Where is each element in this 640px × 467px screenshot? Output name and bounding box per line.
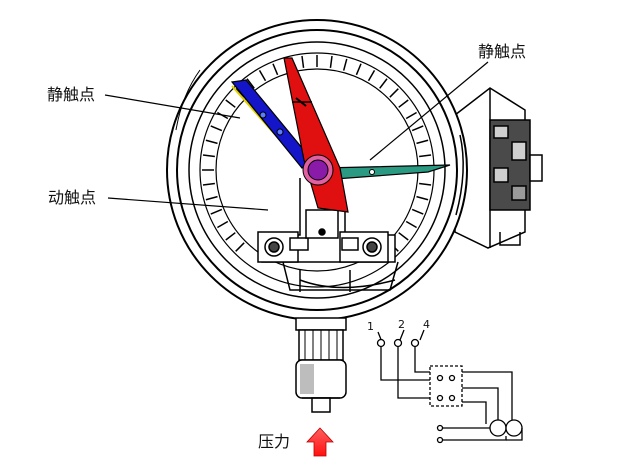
scale-tick <box>235 242 245 252</box>
scale-tick <box>405 111 417 120</box>
scale-tick <box>205 195 218 201</box>
scale-tick <box>202 182 215 186</box>
scale-tick <box>419 182 432 186</box>
scale-tick <box>398 99 409 108</box>
scale-tick <box>398 232 409 241</box>
pointers <box>230 57 451 213</box>
label-moving-contact: 动触点 <box>48 188 97 207</box>
scale-tick <box>342 58 348 71</box>
circuit-schematic <box>376 329 523 444</box>
leader-lines <box>104 61 489 211</box>
hub <box>307 159 329 181</box>
scale-tick <box>389 88 399 98</box>
junction-box <box>454 87 543 249</box>
scale-tick <box>411 208 424 215</box>
scale-tick <box>225 232 236 241</box>
terminal-1-label: 1 <box>367 320 374 333</box>
scale-tick <box>217 220 229 229</box>
scale-tick <box>205 139 218 145</box>
scale-tick <box>246 78 255 89</box>
scale-tick <box>419 154 432 158</box>
scale-tick <box>379 78 388 89</box>
scale-tick <box>355 63 362 76</box>
dial-scale <box>199 52 435 288</box>
scale-tick <box>329 55 333 68</box>
scale-tick <box>210 208 223 215</box>
scale-tick <box>210 125 223 132</box>
contact-mechanism <box>257 178 399 292</box>
scale-tick <box>411 125 424 132</box>
label-pressure: 压力 <box>258 432 291 451</box>
scale-tick <box>416 139 429 145</box>
terminal-4-label: 4 <box>423 318 430 331</box>
terminal-2-label: 2 <box>398 318 405 331</box>
scale-tick <box>301 55 305 68</box>
scale-tick <box>272 63 279 76</box>
scale-tick <box>202 154 215 158</box>
scale-tick <box>416 195 429 201</box>
label-static-contact-left: 静触点 <box>47 85 96 104</box>
pressure-arrow-icon <box>306 427 334 457</box>
label-static-contact-right: 静触点 <box>478 42 527 61</box>
scale-tick <box>258 70 267 82</box>
scale-tick <box>225 99 236 108</box>
gauge-stem <box>295 317 347 413</box>
scale-tick <box>405 220 417 229</box>
scale-tick <box>367 70 376 82</box>
